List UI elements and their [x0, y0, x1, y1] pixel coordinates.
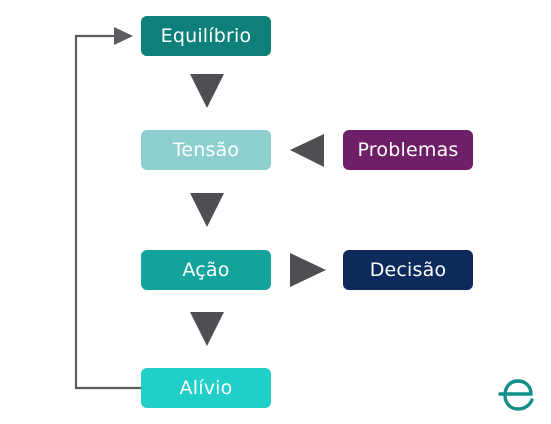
arrow-equilibrio-to-tensao [190, 74, 224, 108]
node-tensao-label: Tensão [172, 139, 240, 161]
feedback-loop-arrowhead [114, 27, 133, 45]
node-problemas-label: Problemas [357, 139, 459, 161]
node-acao: Ação [141, 250, 271, 290]
node-tensao: Tensão [141, 130, 271, 170]
arrow-tensao-to-acao [190, 193, 224, 227]
arrow-acao-to-alivio [190, 312, 224, 346]
node-acao-label: Ação [182, 259, 230, 281]
node-alivio: Alívio [141, 368, 271, 408]
e-brand-logo-icon [498, 379, 534, 411]
node-equilibrio-label: Equilíbrio [160, 25, 252, 47]
feedback-loop-line [74, 34, 141, 390]
arrow-acao-to-decisao [290, 253, 326, 287]
node-decisao: Decisão [343, 250, 473, 290]
node-decisao-label: Decisão [369, 259, 447, 281]
node-alivio-label: Alívio [179, 377, 233, 399]
arrow-problemas-to-tensao [290, 134, 324, 167]
node-problemas: Problemas [343, 130, 473, 170]
node-equilibrio: Equilíbrio [141, 16, 271, 56]
